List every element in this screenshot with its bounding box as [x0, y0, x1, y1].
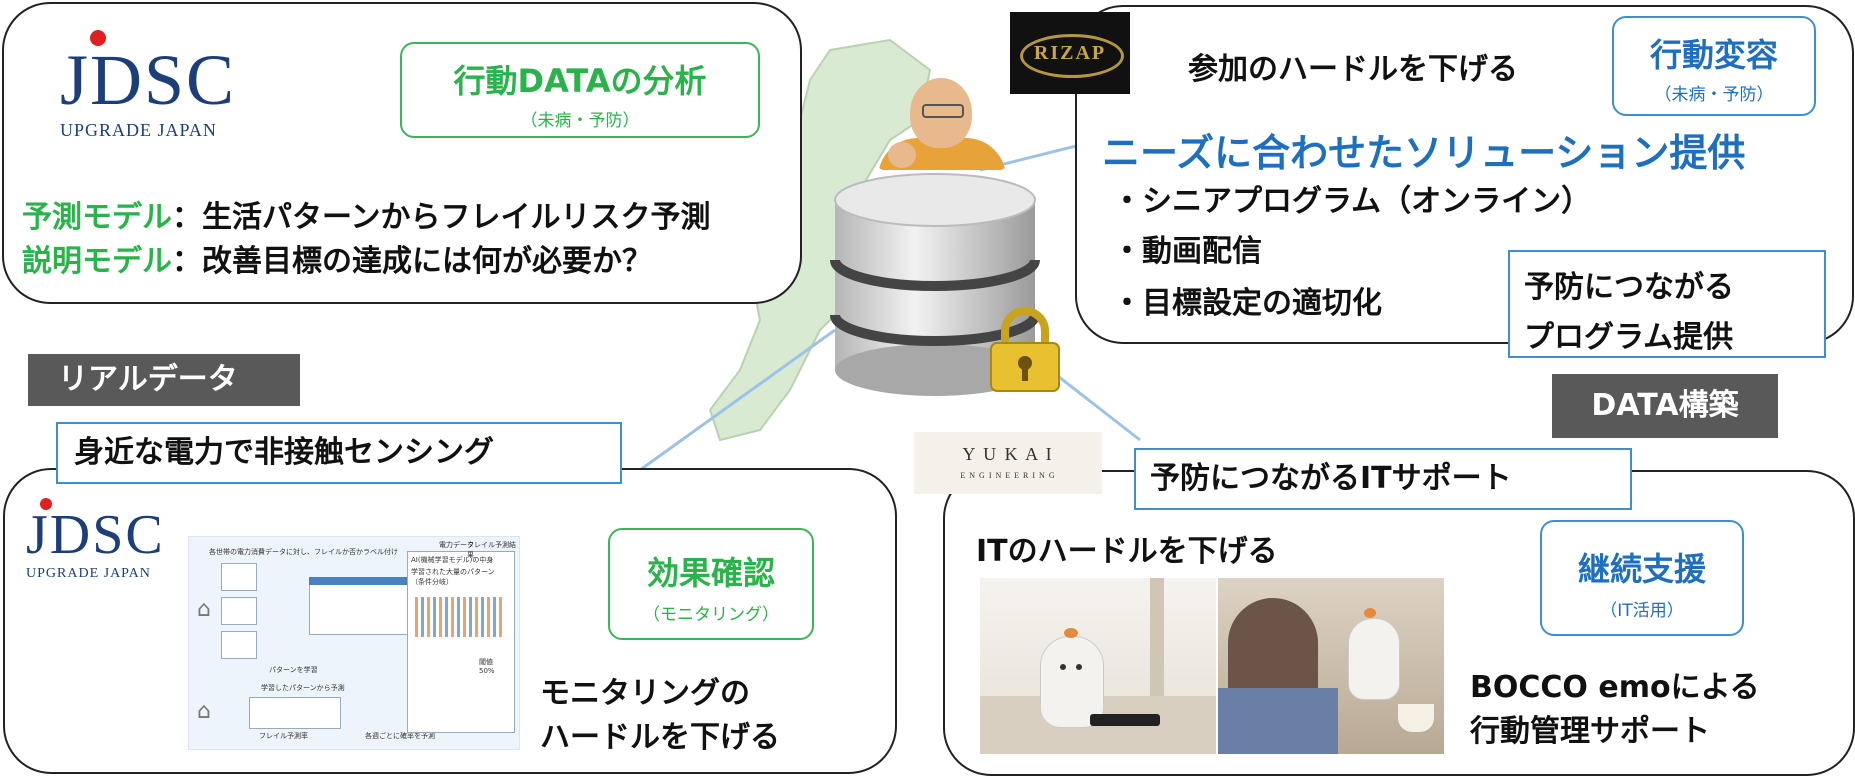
monitoring-figure: 各世帯の電力消費データに対し、フレイルか否かラベル付け パターンを学習 学習した…: [188, 536, 520, 750]
participation-hurdle-text: 参加のハードルを下げる: [1188, 52, 1518, 87]
bocco-line2: 行動管理サポート: [1470, 714, 1710, 749]
data-build-tag: DATA構築: [1552, 374, 1778, 438]
house-icon-bottom: ⌂: [197, 699, 211, 724]
continuous-support-badge: 継続支援 （IT活用）: [1540, 520, 1744, 636]
logo-red-dot: [40, 498, 52, 510]
jdsc-logo: JDSC UPGRADE JAPAN: [60, 30, 280, 141]
rizap-logo: RIZAP: [1010, 12, 1130, 94]
bullet-video: ・動画配信: [1112, 234, 1262, 269]
prediction-model-row: 予測モデル：生活パターンからフレイルリスク予測: [22, 200, 711, 235]
bocco-line1: BOCCO emoによる: [1470, 670, 1760, 705]
it-hurdle-text: ITのハードルを下げる: [976, 534, 1278, 569]
monitoring-hurdle-line1: モニタリングの: [540, 676, 750, 711]
senior-person-photo: [878, 72, 1006, 170]
database-icon: [830, 173, 1040, 396]
it-support-label-box: 予防につながるITサポート: [1134, 448, 1632, 510]
monitoring-hurdle-line2: ハードルを下げる: [540, 720, 780, 755]
effect-check-badge: 効果確認 （モニタリング）: [608, 528, 814, 640]
real-data-tag: リアルデータ: [28, 354, 300, 406]
lock-icon: [990, 307, 1060, 392]
sensing-label-box: 身近な電力で非接触センシング: [56, 422, 622, 484]
logo-red-dot: [90, 30, 106, 46]
jdsc-logo-bottom: JDSC UPGRADE JAPAN: [26, 498, 206, 582]
robot-photo-window: [980, 578, 1216, 754]
solution-headline: ニーズに合わせたソリューション提供: [1102, 131, 1746, 175]
analysis-badge: 行動DATAの分析 （未病・予防）: [400, 42, 760, 138]
yukai-logo: Y U K A I E N G I N E E R I N G: [914, 432, 1102, 494]
bullet-goal-setting: ・目標設定の適切化: [1112, 286, 1382, 321]
robot-photo-hands: [1218, 578, 1444, 754]
house-icon: ⌂: [197, 597, 211, 622]
behavior-change-badge: 行動変容 （未病・予防）: [1612, 16, 1816, 116]
bullet-senior-program: ・シニアプログラム（オンライン）: [1112, 184, 1592, 219]
prevention-program-box: 予防につながる プログラム提供: [1508, 250, 1826, 358]
explanation-model-row: 説明モデル：改善目標の達成には何が必要か？: [22, 244, 652, 279]
